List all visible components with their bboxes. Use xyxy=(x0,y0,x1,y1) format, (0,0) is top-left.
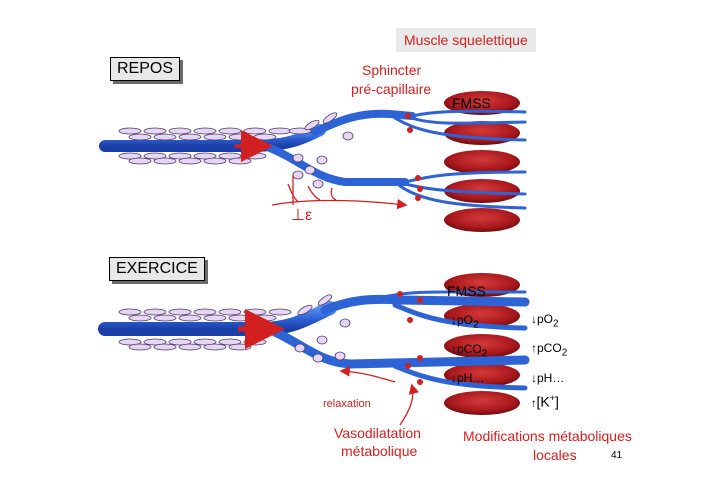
repos-nerves xyxy=(271,175,408,210)
down-arrow-icon: ↓ xyxy=(531,371,537,385)
page-number: 41 xyxy=(611,450,623,461)
muscle-title-tag: Muscle squelettique xyxy=(396,28,536,52)
outer-label-k: ↑[K+] xyxy=(531,393,559,410)
up-arrow-icon: ↑ xyxy=(531,397,537,410)
exercice-arrows xyxy=(339,366,419,426)
down-arrow-icon: ↓ xyxy=(451,313,457,327)
down-arrow-icon: ↓ xyxy=(531,312,537,326)
vasodilatation-label: Vasodilatation xyxy=(334,425,421,441)
metabolique-label: métabolique xyxy=(341,443,418,459)
modifications-label: Modifications métaboliques xyxy=(463,428,632,444)
outer-label-ph: ↓pH… xyxy=(531,371,565,385)
relaxation-label: relaxation xyxy=(323,398,371,410)
repos-symbol: ⊥ε xyxy=(291,207,313,224)
locales-label: locales xyxy=(533,447,577,463)
outer-label-pco2: ↑pCO2 xyxy=(531,341,568,359)
exercice-fibers xyxy=(444,273,520,415)
down-arrow-icon: ↓ xyxy=(451,371,457,385)
repos-fiber-label: FMSS xyxy=(452,95,491,111)
up-arrow-icon: ↑ xyxy=(451,342,457,356)
up-arrow-icon: ↑ xyxy=(531,341,537,355)
sphincter-label-1: Sphincter xyxy=(362,62,422,78)
repos-label-box: REPOS xyxy=(110,57,181,81)
inner-label-po2: ↓pO2 xyxy=(451,313,479,331)
sphincter-label-2: pré-capillaire xyxy=(351,81,432,97)
inner-label-pco2: ↑pCO2 xyxy=(451,342,488,360)
outer-label-po2: ↓pO2 xyxy=(531,312,559,330)
exercice-label-box: EXERCICE xyxy=(109,257,205,281)
exercice-fiber-label: FMSS xyxy=(447,283,486,299)
inner-label-ph: ↓pH… xyxy=(451,371,485,385)
